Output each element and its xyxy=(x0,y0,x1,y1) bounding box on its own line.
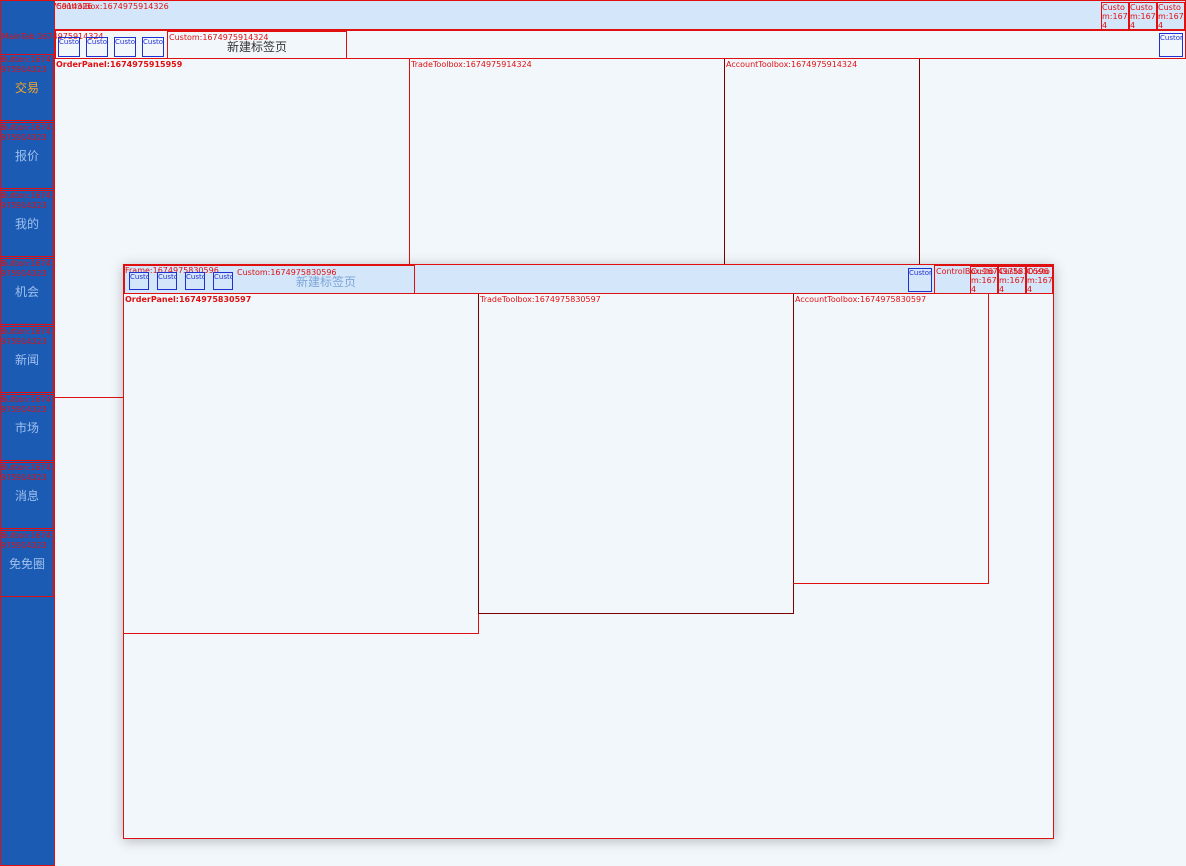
sidebar-item-debug-label: Button:1674975914323 xyxy=(1,327,51,346)
float-account-toolbox-debug-label: AccountToolbox:1674975830597 xyxy=(795,295,927,304)
sidebar-item-1[interactable]: Button:1674975914323 交易 xyxy=(0,54,54,121)
account-toolbox-debug-label: AccountToolbox:1674975914324 xyxy=(726,60,858,69)
sidebar-item-5[interactable]: Button:1674975914323 新闻 xyxy=(0,326,54,393)
sidebar-item-label: 报价 xyxy=(14,149,39,163)
sidebar-item-debug-label: Button:1674975914323 xyxy=(1,531,51,550)
float-tab-icon-3[interactable]: Custom:1674 xyxy=(185,272,205,290)
controlbox-debug-label: ControlBox:1674975914326 xyxy=(56,2,169,11)
float-tab-right-icon[interactable]: Custom:1674 xyxy=(908,268,932,292)
main-tab-bar: MainTab:1674975914324 Custom:1674 Custom… xyxy=(2,30,1186,59)
float-account-toolbox: AccountToolbox:1674975830597 xyxy=(793,294,989,584)
float-new-tab-title[interactable]: 新建标签页 xyxy=(296,275,357,289)
float-order-panel-debug-label: OrderPanel:1674975830597 xyxy=(125,295,252,304)
float-maximize-button[interactable]: Custom:1674 xyxy=(998,266,1026,294)
new-tab-title: 新建标签页 xyxy=(227,40,288,54)
tab-right-icon[interactable]: Custom:1674 xyxy=(1159,33,1183,57)
sidebar-item-3[interactable]: Button:1674975914323 我的 xyxy=(0,190,54,257)
frame-debug-label: Frame:1674975830596 xyxy=(125,266,219,275)
sidebar-item-label: 免免圈 xyxy=(8,557,45,571)
top-panel: Panel:1674975914326 ControlBox:167497591… xyxy=(0,0,1186,30)
float-trade-toolbox-debug-label: TradeToolbox:1674975830597 xyxy=(480,295,601,304)
float-close-button[interactable]: Custom:1674 xyxy=(1026,266,1054,294)
sidebar-item-label: 我的 xyxy=(14,217,39,231)
sidebar-item-debug-label: Button:1674975914323 xyxy=(1,191,51,210)
float-minimize-button[interactable]: Custom:1674 xyxy=(970,266,998,294)
sidebar-item-debug-label: Button:1674975914323 xyxy=(1,463,51,482)
float-custom-debug-label: Custom:1674975830596 xyxy=(237,268,337,277)
float-controlbox: ControlBox:1674975830596 Custom:1674 Cus… xyxy=(934,265,1054,294)
sidebar-item-debug-label: Button:1674975914323 xyxy=(1,395,51,414)
main-tab-debug-label: MainTab:1674975914324 xyxy=(2,32,104,41)
trade-toolbox: TradeToolbox:1674975914324 xyxy=(409,59,725,265)
tab-icon-4[interactable]: Custom:1674 xyxy=(142,37,164,57)
sidebar-item-7[interactable]: Button:1674975914323 消息 xyxy=(0,462,54,529)
sidebar-item-debug-label: Button:1674975914323 xyxy=(1,259,51,278)
sidebar-item-label: 消息 xyxy=(14,489,39,503)
close-button[interactable]: Custom:1674 xyxy=(1157,2,1185,30)
tab-icon-1[interactable]: Custom:1674 xyxy=(58,37,80,57)
float-trade-toolbox: TradeToolbox:1674975830597 xyxy=(478,294,794,614)
account-toolbox: AccountToolbox:1674975914324 xyxy=(724,59,920,265)
sidebar-item-debug-label: Button:1674975914323 xyxy=(1,123,51,142)
floating-window[interactable]: Frame:1674975830596 Custom:1674 Custom:1… xyxy=(123,264,1054,839)
floating-tab-strip: Custom:1674 Custom:1674 Custom:1674 Cust… xyxy=(124,265,415,294)
order-panel-debug-label: OrderPanel:1674975915959 xyxy=(56,60,183,69)
float-tab-icon-4[interactable]: Custom:1674 xyxy=(213,272,233,290)
new-tab[interactable]: Custom:1674975914324 新建标签页 xyxy=(167,31,347,59)
sidebar-item-label: 交易 xyxy=(14,81,39,95)
floating-titlebar[interactable]: Frame:1674975830596 Custom:1674 Custom:1… xyxy=(124,265,1054,294)
float-controlbox-debug-label: ControlBox:1674975830596 xyxy=(936,267,1049,276)
tab-icon-2[interactable]: Custom:1674 xyxy=(86,37,108,57)
maximize-button[interactable]: Custom:1674 xyxy=(1129,2,1157,30)
sidebar-item-debug-label: Button:1674975914323 xyxy=(1,55,51,74)
sidebar-item-6[interactable]: Button:1674975914323 市场 xyxy=(0,394,54,461)
minimize-button[interactable]: Custom:1674 xyxy=(1101,2,1129,30)
float-tab-icon-1[interactable]: Custom:1674 xyxy=(129,272,149,290)
float-tab-icon-2[interactable]: Custom:1674 xyxy=(157,272,177,290)
sidebar-item-4[interactable]: Button:1674975914323 机会 xyxy=(0,258,54,325)
float-order-panel: OrderPanel:1674975830597 xyxy=(124,294,479,634)
sidebar-item-label: 机会 xyxy=(14,285,39,299)
sidebar-item-label: 市场 xyxy=(14,421,39,435)
trade-toolbox-debug-label: TradeToolbox:1674975914324 xyxy=(411,60,532,69)
tab-icon-3[interactable]: Custom:1674 xyxy=(114,37,136,57)
sidebar-item-label: 新闻 xyxy=(14,353,39,367)
sidebar-item-8[interactable]: Button:1674975914323 免免圈 xyxy=(0,530,54,597)
new-tab-debug-label: Custom:1674975914324 xyxy=(169,33,269,42)
sidebar-item-2[interactable]: Button:1674975914323 报价 xyxy=(0,122,54,189)
